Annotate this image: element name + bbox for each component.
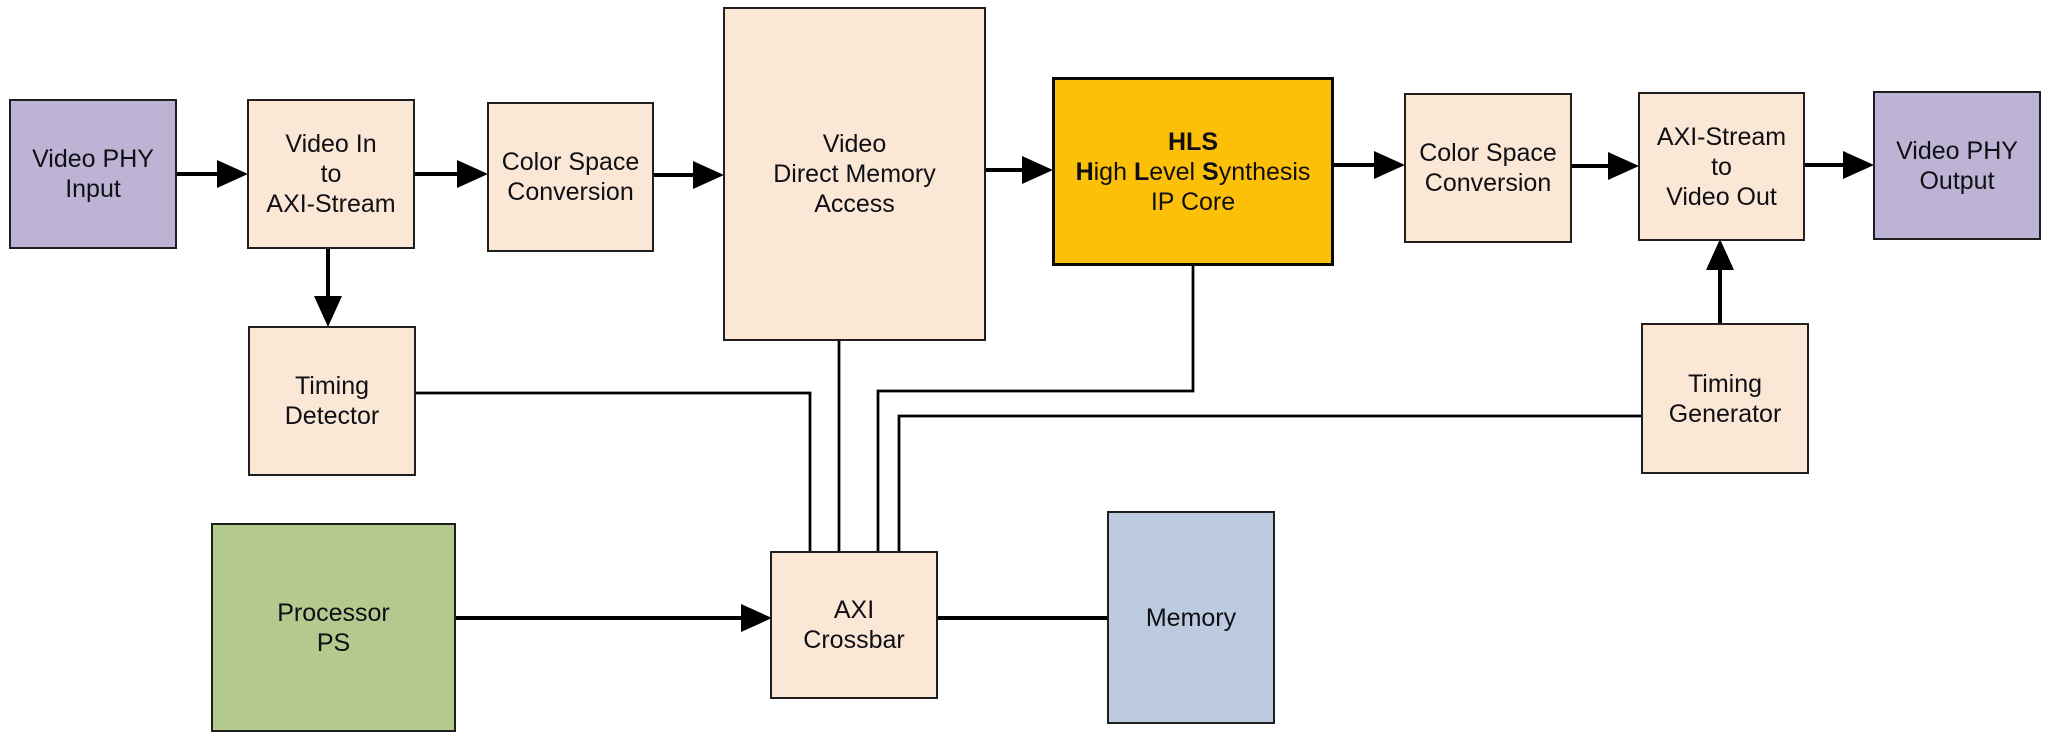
node-label: Crossbar xyxy=(803,626,905,654)
wire-timing-detector-to-axi-crossbar xyxy=(416,391,812,552)
node-video-phy-input: Video PHY Input xyxy=(9,99,177,249)
node-label: AXI-Stream xyxy=(266,190,396,218)
node-axi-crossbar: AXI Crossbar xyxy=(770,551,938,699)
node-label: Memory xyxy=(1145,603,1237,632)
node-label: Video Out xyxy=(1666,182,1777,211)
arrow-csc-out-to-axis-vout xyxy=(1571,152,1639,180)
node-label: Access xyxy=(814,190,895,218)
node-label: Timing xyxy=(1687,369,1763,398)
node-label: Direct Memory xyxy=(773,160,936,188)
node-label: Video PHY xyxy=(1896,136,2018,165)
node-label: to xyxy=(1711,152,1732,181)
node-color-space-conversion-in: Color Space Conversion xyxy=(487,102,654,252)
node-timing-detector: Timing Detector xyxy=(248,326,416,476)
node-label: Color Space xyxy=(501,148,640,176)
node-label: Video PHY xyxy=(32,145,154,173)
node-label: Timing xyxy=(294,372,370,400)
node-label: to xyxy=(320,160,342,188)
wire-hls-ip-core-to-axi-crossbar xyxy=(876,265,1195,552)
node-label: Video xyxy=(822,130,887,158)
arrow-video-dma-to-hls xyxy=(985,156,1053,184)
node-label: PS xyxy=(316,628,351,657)
node-label: IP Core xyxy=(1150,187,1236,216)
arrow-csc-to-video-dma xyxy=(653,161,724,189)
node-label: HLS xyxy=(1168,127,1218,156)
wire-timing-generator-to-axi-crossbar xyxy=(897,414,1641,552)
node-color-space-conversion-out: Color Space Conversion xyxy=(1404,93,1572,243)
node-video-phy-output: Video PHY Output xyxy=(1873,91,2041,240)
node-label: Color Space xyxy=(1419,139,1557,167)
node-video-in-to-axi-stream: Video In to AXI-Stream xyxy=(247,99,415,249)
arrow-axis-vout-to-phy-output xyxy=(1804,151,1874,179)
node-video-direct-memory-access: Video Direct Memory Access xyxy=(723,7,986,341)
node-hls-ip-core: HLS High Level Synthesis IP Core xyxy=(1052,77,1334,266)
node-label: Conversion xyxy=(507,178,634,206)
node-processor-ps: Processor PS xyxy=(211,523,456,732)
node-label: Input xyxy=(65,175,121,203)
node-label: Conversion xyxy=(1424,169,1552,197)
node-label: AXI xyxy=(833,596,875,624)
node-label: Video In xyxy=(285,130,377,158)
node-label: AXI-Stream xyxy=(1656,122,1787,151)
arrow-hls-to-csc-out xyxy=(1333,151,1405,179)
node-label: Processor xyxy=(277,598,390,627)
node-timing-generator: Timing Generator xyxy=(1641,323,1809,474)
arrow-processor-ps-to-axi-crossbar xyxy=(456,604,772,632)
node-label: Output xyxy=(1919,166,1995,195)
arrow-phy-input-to-video-in xyxy=(176,160,248,188)
node-label: Generator xyxy=(1668,399,1782,428)
node-label: Detector xyxy=(284,402,380,430)
arrow-video-in-to-timing-detector xyxy=(314,248,342,327)
arrow-timing-generator-to-axis-vout xyxy=(1706,239,1734,323)
node-label: High Level Synthesis xyxy=(1075,157,1311,186)
arrow-video-in-to-csc xyxy=(414,160,488,188)
node-memory: Memory xyxy=(1107,511,1275,724)
node-axi-stream-to-video-out: AXI-Stream to Video Out xyxy=(1638,92,1805,241)
